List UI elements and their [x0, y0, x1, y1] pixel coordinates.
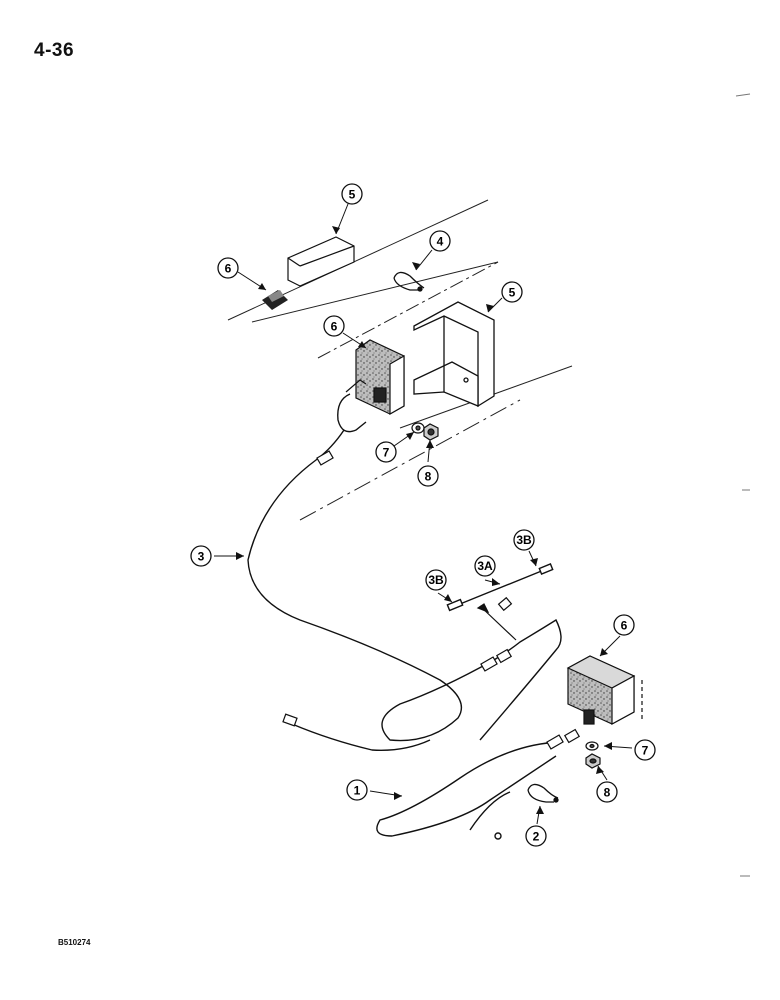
edge-marks	[735, 93, 751, 877]
svg-text:5: 5	[349, 188, 356, 202]
work-lamp-top	[262, 290, 288, 310]
callout-6-mid: 6	[323, 315, 345, 337]
washer-top	[411, 422, 425, 434]
callout-3b-right: 3B	[513, 529, 535, 551]
page-number: 4-36	[34, 40, 75, 61]
work-lamp-middle	[345, 339, 405, 416]
svg-text:3B: 3B	[516, 533, 532, 547]
cable-strap-top	[393, 271, 425, 292]
mounting-bracket-middle	[413, 301, 495, 408]
cable-strap-lower	[527, 783, 559, 803]
jumper-wire-3a	[446, 563, 554, 612]
svg-text:3B: 3B	[428, 573, 444, 587]
callout-6-low: 6	[613, 614, 635, 636]
svg-text:3: 3	[198, 550, 205, 564]
svg-text:7: 7	[383, 446, 390, 460]
callout-8-low: 8	[596, 781, 618, 803]
svg-text:3A: 3A	[477, 559, 493, 573]
wire-pointer-3a	[476, 603, 517, 641]
callout-1: 1	[346, 779, 368, 801]
svg-text:8: 8	[604, 786, 611, 800]
callout-3: 3	[190, 545, 212, 567]
leader-arrowheads	[236, 226, 612, 814]
wiring-harness-3	[247, 393, 562, 751]
svg-text:5: 5	[509, 286, 516, 300]
callout-6-top: 6	[217, 257, 239, 279]
svg-text:6: 6	[621, 619, 628, 633]
callout-2: 2	[525, 825, 547, 847]
svg-text:6: 6	[225, 262, 232, 276]
svg-text:2: 2	[533, 830, 540, 844]
nut-lower	[585, 753, 601, 769]
harness-connectors	[282, 450, 513, 727]
mounting-bracket-upper	[287, 236, 355, 287]
nut-top	[423, 423, 439, 441]
wiring-harness-1	[376, 741, 561, 840]
callout-7-low: 7	[634, 739, 656, 761]
svg-text:8: 8	[425, 470, 432, 484]
figure-code: B510274	[58, 938, 91, 947]
harness-1-connectors	[546, 728, 581, 750]
work-lamp-lower	[566, 655, 643, 726]
svg-text:6: 6	[331, 320, 338, 334]
washer-lower	[585, 741, 599, 751]
callout-8-top: 8	[417, 465, 439, 487]
svg-text:4: 4	[437, 235, 444, 249]
svg-text:1: 1	[354, 784, 361, 798]
wire-end-3b	[497, 596, 513, 612]
callout-3a: 3A	[474, 555, 496, 577]
callout-5-top: 5	[341, 183, 363, 205]
svg-text:7: 7	[642, 744, 649, 758]
callout-5-mid: 5	[501, 281, 523, 303]
callout-7-top: 7	[375, 441, 397, 463]
callout-3b-left: 3B	[425, 569, 447, 591]
callout-4: 4	[429, 230, 451, 252]
